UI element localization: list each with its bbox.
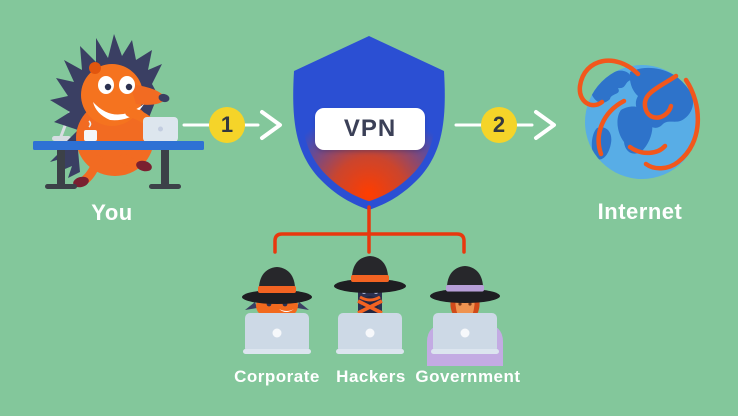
laptop-icon [243,313,311,354]
fedora-hat-icon [430,266,500,303]
threat-label-corporate: Corporate [234,367,320,386]
vpn-badge: VPN [315,108,425,150]
user-label: You [91,200,133,225]
globe-routes [577,58,700,171]
internet-globe-icon [577,58,700,179]
laptop-icon [336,313,404,354]
step-1-badge: 1 [209,107,245,143]
corporate-snooper-illustration [242,267,312,354]
threat-connector-lines [273,205,466,254]
government-agent-illustration [427,266,503,366]
hedgehog-legs [73,153,152,188]
hacker-illustration [334,256,406,354]
threat-label-government: Government [415,367,521,386]
laptop-icon [431,313,499,354]
user-laptop-icon [143,117,178,142]
vpn-label: VPN [343,115,397,142]
fedora-hat-icon [242,267,312,304]
threat-label-hackers: Hackers [336,367,406,386]
desk [33,141,204,189]
globe-continents [590,67,694,160]
coffee-cup-icon [84,120,97,141]
internet-label: Internet [597,199,683,224]
hedgehog-user-illustration [33,34,204,189]
fedora-hat-icon [334,256,406,293]
step-2-badge: 2 [481,107,517,143]
